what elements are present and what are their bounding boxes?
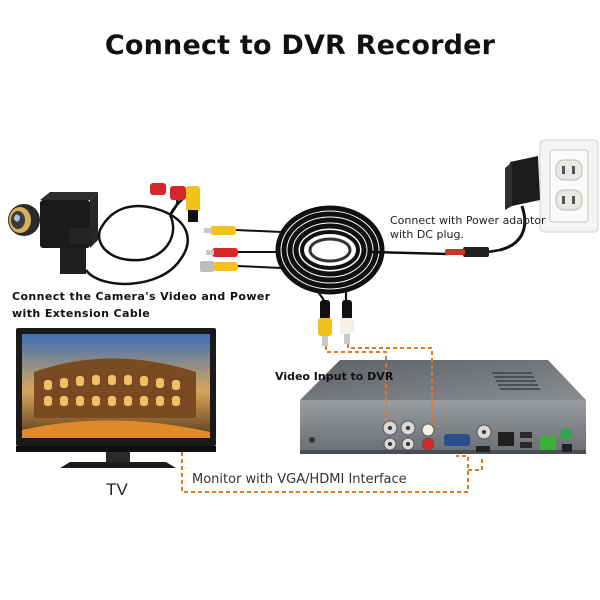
mini-camera-icon — [8, 192, 98, 274]
wall-outlet-icon — [539, 139, 599, 233]
diagram-title: Connect to DVR Recorder — [104, 30, 496, 61]
camera-pigtail-cable — [84, 195, 189, 286]
extension-cable-leads-left — [235, 229, 283, 269]
camera-label-line1: Connect the Camera's Video and Power — [12, 290, 271, 303]
tv-label: TV — [106, 480, 128, 499]
camera-label-line2: with Extension Cable — [12, 307, 151, 320]
power-label-line2: with DC plug. — [390, 228, 464, 241]
video-dashed-connector — [325, 344, 433, 426]
camera-connection-label: Connect the Camera's Video and Power wit… — [12, 288, 271, 322]
extension-cable-leads-down — [317, 291, 348, 301]
dc-plug-icon — [463, 247, 489, 257]
rca-connectors-left-icon — [200, 226, 238, 272]
video-input-label: Video Input to DVR — [275, 370, 394, 383]
extension-cable-coil-icon — [275, 205, 385, 295]
monitor-interface-label: Monitor with VGA/HDMI Interface — [192, 472, 407, 487]
camera-rca-connectors-icon — [150, 183, 200, 222]
power-adaptor-label: Connect with Power adaptor with DC plug. — [390, 214, 546, 242]
monitor-tv-icon — [16, 328, 216, 468]
dvr-recorder-icon — [300, 360, 586, 454]
power-adapter-icon — [499, 156, 540, 252]
power-label-line1: Connect with Power adaptor — [390, 214, 546, 227]
rca-connectors-down-icon — [318, 300, 354, 346]
monitor-dashed-connector — [181, 452, 483, 493]
